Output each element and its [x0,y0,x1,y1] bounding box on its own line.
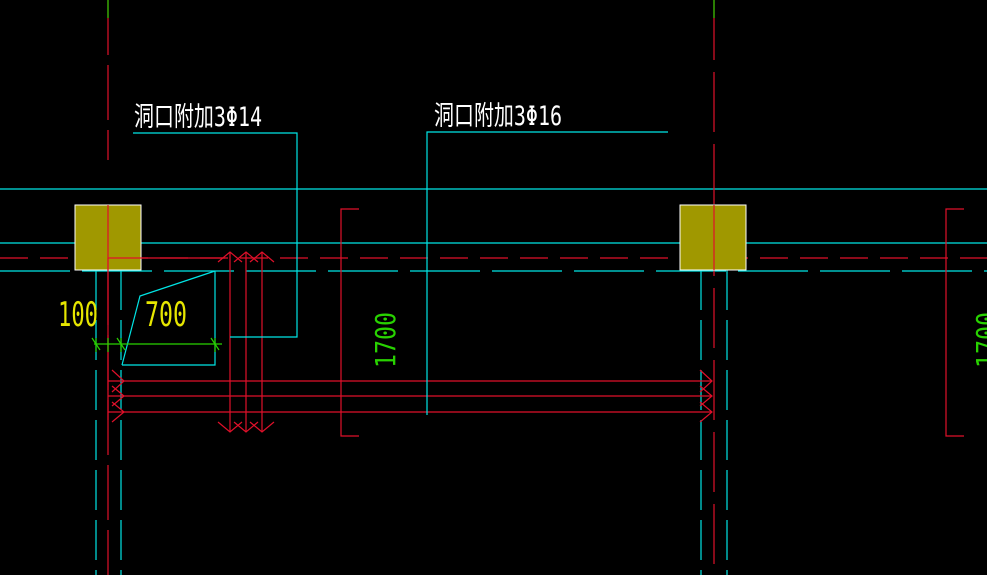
bracket-left-1700 [340,208,359,437]
dimension-1700-left-label: 1700 [369,312,402,368]
beam-lines [0,188,987,272]
opening-rebar-vertical [217,251,275,433]
dimension-lines [91,337,222,352]
bracket-right-1700 [945,208,964,437]
dimension-100-label: 100 [58,295,98,335]
rebar-v-hook-top-3 [249,251,275,263]
rebar-right-hook-1 [699,369,713,393]
column-right [679,204,747,271]
leader-lines [121,131,668,415]
leader-right [426,131,668,415]
rebar-left-hook-2 [111,385,125,407]
dim-slash-2 [116,337,126,351]
vertical-axis-lines [95,0,728,575]
opening-rebar-horizontal [107,257,713,423]
leader-left [133,132,298,338]
dim-slash-3 [210,337,220,351]
rebar-note-left: 洞口附加3Φ14 [134,102,262,133]
detail-box [122,271,216,366]
rebar-right-hook-3 [699,401,713,423]
dim-slash-1 [91,337,101,351]
rebar-v-hook-bottom-3 [249,421,275,433]
rebar-left-hook-3 [111,401,125,423]
rebar-right-hook-2 [699,385,713,407]
rebar-note-right: 洞口附加3Φ16 [434,101,562,132]
dimension-1700-right-label: 1700 [970,312,987,368]
detail-diagonal [121,270,216,366]
rebar-left-hook-1 [111,369,125,393]
dimension-700-label: 700 [145,295,187,335]
